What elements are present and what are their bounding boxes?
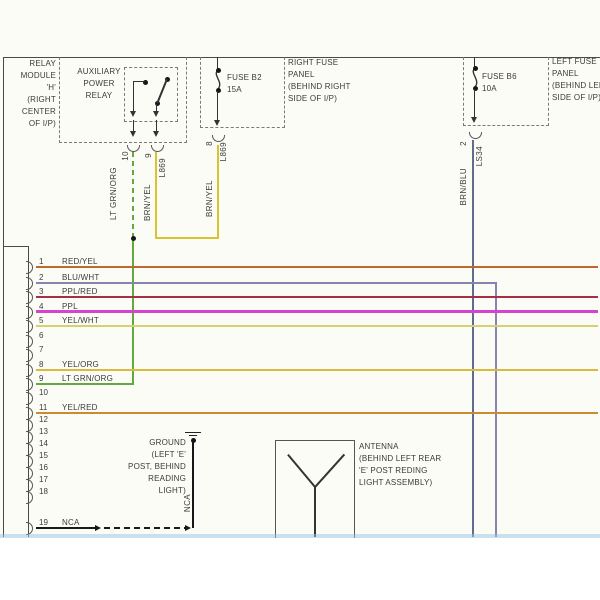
aux-relay-inner-box — [124, 67, 178, 122]
pin-10-number: 10 — [121, 151, 130, 161]
wire-blu-wht — [36, 282, 497, 284]
junction-dot — [130, 235, 136, 241]
wire-label-brn-yel: BRN/YEL — [143, 184, 152, 222]
wire-label-nca-ground: NCA — [183, 494, 192, 513]
wire-yel-red — [36, 412, 598, 414]
left-edge-line — [3, 57, 5, 537]
wire-label-brn-blu: BRN/BLU — [459, 168, 468, 206]
wire-red-yel — [36, 266, 598, 268]
down-arrow-icon — [471, 117, 477, 123]
connector-top-line — [3, 246, 29, 248]
connector-ls34-label: LS34 — [475, 146, 484, 167]
relay-wire — [132, 81, 134, 111]
wire-blu-wht-vertical — [495, 282, 497, 537]
fuse-b2-wire — [217, 91, 219, 120]
wire-yel-wht — [36, 325, 598, 327]
fuse-b2-wire — [217, 57, 219, 70]
fuse-b6-box — [463, 57, 549, 126]
relay-module-box — [59, 57, 187, 143]
relay-pin-wire — [132, 120, 134, 131]
down-arrow-icon — [129, 131, 136, 137]
wire-ppl-red — [36, 296, 598, 298]
fuse-terminal-dot — [472, 85, 478, 91]
connector-l869-label: L869 — [158, 158, 167, 178]
wire-brn-blu — [472, 140, 474, 537]
wire-brn-yel-relay — [155, 152, 157, 239]
fuse-b6-wire — [474, 89, 476, 117]
fuse-b6-wire — [474, 57, 476, 69]
connector-arc-icon — [150, 145, 164, 152]
wire-label-brn-yel: BRN/YEL — [205, 180, 214, 218]
ground-symbol-icon — [189, 435, 197, 437]
diagram-background — [0, 0, 600, 538]
wire-nca-dashed — [104, 527, 185, 529]
wire-brn-yel-link — [155, 237, 219, 239]
relay-pin-wire — [156, 120, 158, 131]
down-arrow-icon — [153, 111, 159, 117]
fuse-b2-box — [200, 57, 285, 128]
connector-face-line — [28, 246, 30, 537]
fuse-terminal-dot — [215, 67, 221, 73]
relay-wire — [133, 81, 145, 83]
relay-contact-dot — [142, 79, 148, 85]
wire-ppl — [36, 310, 598, 313]
down-arrow-icon — [153, 131, 159, 137]
right-arrow-icon — [185, 524, 191, 531]
wire-lt-grn-org-dashed — [132, 152, 134, 238]
top-bus-line — [3, 57, 600, 59]
pin-8-number: 8 — [205, 141, 214, 146]
relay-wire — [156, 104, 158, 111]
fuse-terminal-dot — [472, 65, 478, 71]
fuse-terminal-dot — [215, 87, 221, 93]
wire-lt-grn-org-horizontal — [36, 383, 134, 385]
antenna-box — [275, 440, 355, 538]
wire-label-lt-grn-org: LT GRN/ORG — [109, 166, 118, 220]
wire-nca-ground — [192, 442, 194, 528]
wire-nca-solid — [36, 527, 95, 529]
ground-dot — [190, 437, 196, 443]
right-arrow-icon — [95, 524, 101, 531]
scan-edge-band — [0, 534, 600, 538]
wire-yel-org — [36, 369, 598, 371]
wire-brn-yel-fuse — [217, 145, 219, 239]
ground-symbol-icon — [185, 432, 201, 434]
pin-2-number: 2 — [459, 141, 468, 146]
down-arrow-icon — [129, 111, 136, 117]
antenna-mast — [314, 487, 316, 537]
connector-l869-label: L869 — [219, 142, 228, 162]
pin-9-number: 9 — [144, 153, 153, 158]
down-arrow-icon — [214, 120, 220, 126]
antenna-label: ANTENNA(BEHIND LEFT REAR 'E' POST REDING… — [359, 442, 442, 487]
